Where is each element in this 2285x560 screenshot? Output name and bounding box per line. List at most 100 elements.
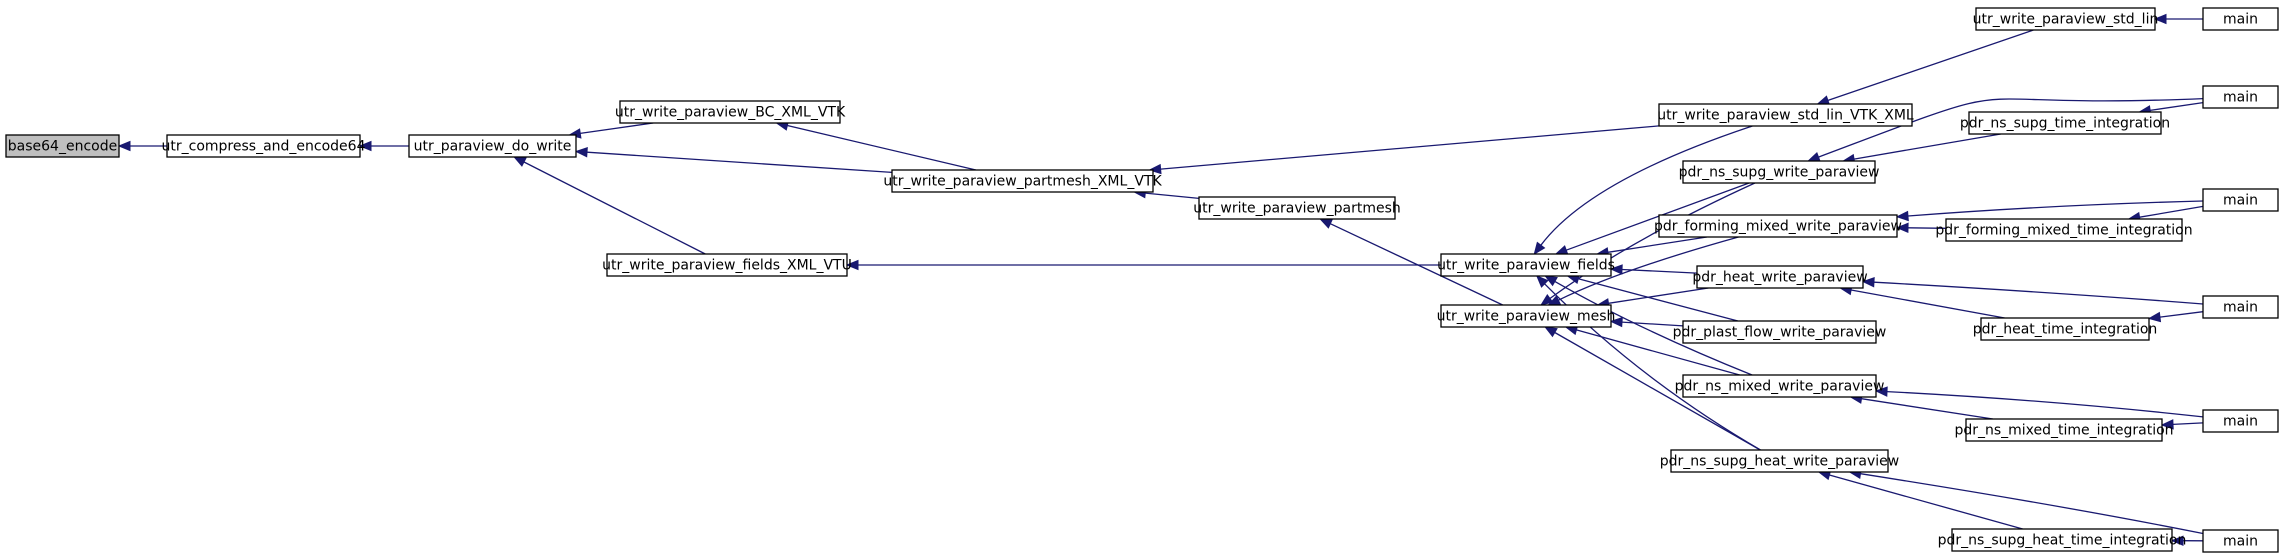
edge-arrowhead <box>1544 275 1558 287</box>
node-box <box>1980 317 2150 341</box>
edge-line <box>1621 321 1684 327</box>
edge-line <box>1907 227 1947 229</box>
call-edge <box>1544 326 1761 451</box>
node-box <box>1968 111 2162 135</box>
node-box <box>408 134 577 158</box>
edge-line <box>1829 474 2023 530</box>
function-node-main-1[interactable]: main <box>2202 7 2279 31</box>
edge-line <box>1608 287 1709 304</box>
edge-arrowhead <box>1861 276 1875 288</box>
node-box <box>1945 218 2183 242</box>
edge-arrowhead <box>1554 245 1569 255</box>
edge-line <box>586 151 893 174</box>
edge-line <box>1160 125 1660 170</box>
node-box <box>5 134 120 158</box>
call-edge <box>845 259 1441 271</box>
function-node-pdr-heat-write-paraview[interactable]: pdr_heat_write_paraview <box>1692 265 1868 289</box>
function-node-main-2[interactable]: main <box>2202 85 2279 109</box>
function-node-pdr-forming-mixed-write-paraview[interactable]: pdr_forming_mixed_write_paraview <box>1654 214 1902 238</box>
node-label: pdr_forming_mixed_write_paraview <box>1654 219 1902 235</box>
function-node-utr-write-paraview-bc-xml-vtk[interactable]: utr_write_paraview_BC_XML_VTK <box>615 100 846 124</box>
edge-arrowhead <box>2160 419 2174 430</box>
edge-arrowhead <box>1540 294 1554 306</box>
node-label: utr_write_paraview_std_lin <box>1973 12 2159 28</box>
node-box <box>1682 374 1877 398</box>
call-edge <box>1848 468 2204 535</box>
node-label: utr_write_paraview_partmesh_XML_VTK <box>883 174 1162 190</box>
edge-arrowhead <box>1874 386 1888 397</box>
node-box <box>1682 160 1876 184</box>
function-node-utr-paraview-do-write[interactable]: utr_paraview_do_write <box>408 134 577 158</box>
node-label: main <box>2223 534 2258 550</box>
function-node-pdr-ns-supg-heat-time-integration[interactable]: pdr_ns_supg_heat_time_integration <box>1938 528 2187 552</box>
function-node-utr-write-paraview-std-lin[interactable]: utr_write_paraview_std_lin <box>1973 7 2159 31</box>
function-node-utr-write-paraview-partmesh[interactable]: utr_write_paraview_partmesh <box>1193 196 1401 220</box>
call-edge <box>2160 419 2204 430</box>
function-node-pdr-plast-flow-write-paraview[interactable]: pdr_plast_flow_write_paraview <box>1673 320 1887 344</box>
node-label: utr_write_paraview_std_lin_VTK_XML <box>1657 108 1914 124</box>
edge-line <box>1907 200 2204 217</box>
node-label: pdr_ns_supg_write_paraview <box>1679 165 1880 181</box>
function-node-pdr-ns-supg-heat-write-paraview[interactable]: pdr_ns_supg_heat_write_paraview <box>1660 449 1899 473</box>
function-node-pdr-forming-mixed-time-integration[interactable]: pdr_forming_mixed_time_integration <box>1935 218 2193 242</box>
function-node-utr-write-paraview-std-lin-vtk-xml[interactable]: utr_write_paraview_std_lin_VTK_XML <box>1657 103 1914 127</box>
call-edge <box>1148 125 1660 175</box>
function-node-pdr-ns-supg-write-paraview[interactable]: pdr_ns_supg_write_paraview <box>1679 160 1880 184</box>
call-edge <box>574 146 893 174</box>
edge-arrowhead <box>1535 275 1549 288</box>
call-edge <box>1817 470 2023 530</box>
call-edge <box>1540 182 1756 306</box>
node-label: main <box>2223 12 2258 28</box>
node-label: pdr_heat_write_paraview <box>1692 270 1867 286</box>
node-label: utr_write_paraview_fields <box>1437 258 1615 274</box>
function-node-base64-encode: base64_encode <box>5 134 120 158</box>
edge-arrowhead <box>2147 311 2162 323</box>
node-label: utr_write_paraview_BC_XML_VTK <box>615 105 846 121</box>
function-node-pdr-ns-supg-time-integration[interactable]: pdr_ns_supg_time_integration <box>1960 111 2170 135</box>
edge-arrowhead <box>513 156 527 167</box>
function-node-main-5[interactable]: main <box>2202 409 2279 433</box>
function-node-pdr-heat-time-integration[interactable]: pdr_heat_time_integration <box>1973 317 2158 341</box>
edge-line <box>1540 125 1753 246</box>
edge-line <box>2172 422 2204 426</box>
function-node-main-4[interactable]: main <box>2202 295 2279 319</box>
edge-arrowhead <box>358 140 372 152</box>
edge-line <box>1873 281 2204 305</box>
function-node-pdr-ns-mixed-time-integration[interactable]: pdr_ns_mixed_time_integration <box>1954 418 2174 442</box>
function-node-utr-write-paraview-partmesh-xml-vtk[interactable]: utr_write_paraview_partmesh_XML_VTK <box>883 169 1162 193</box>
edge-arrowhead <box>1806 152 1821 162</box>
node-box <box>2202 409 2279 433</box>
edge-line <box>1549 182 1756 300</box>
node-label: main <box>2223 414 2258 430</box>
node-box <box>891 169 1154 193</box>
edge-line <box>787 124 977 171</box>
function-node-utr-write-paraview-mesh[interactable]: utr_write_paraview_mesh <box>1437 304 1616 328</box>
edge-arrowhead <box>2170 535 2184 546</box>
node-label: pdr_plast_flow_write_paraview <box>1673 325 1887 341</box>
call-edge <box>1535 275 1761 451</box>
function-node-main-3[interactable]: main <box>2202 188 2279 212</box>
call-edge <box>775 120 977 171</box>
function-node-utr-compress-and-encode64[interactable]: utr_compress_and_encode64 <box>162 134 366 158</box>
edge-arrowhead <box>574 146 588 158</box>
node-box <box>1658 214 1898 238</box>
call-edge <box>117 140 167 152</box>
edge-arrowhead <box>845 259 859 271</box>
edge-line <box>1886 390 2204 418</box>
function-node-utr-write-paraview-fields-xml-vtu[interactable]: utr_write_paraview_fields_XML_VTU <box>602 253 852 277</box>
function-node-utr-write-paraview-fields[interactable]: utr_write_paraview_fields <box>1437 253 1615 277</box>
edge-line <box>1621 268 1698 274</box>
call-edge <box>1609 264 1698 275</box>
node-box <box>1670 449 1889 473</box>
node-label: pdr_ns_mixed_write_paraview <box>1675 379 1885 395</box>
call-edge <box>2147 311 2204 323</box>
function-node-pdr-ns-mixed-write-paraview[interactable]: pdr_ns_mixed_write_paraview <box>1675 374 1885 398</box>
edge-arrowhead <box>1148 163 1162 175</box>
node-box <box>1951 528 2173 552</box>
function-node-main-6[interactable]: main <box>2202 529 2279 553</box>
edge-line <box>2150 101 2204 112</box>
node-box <box>1440 253 1612 277</box>
node-box <box>166 134 361 158</box>
node-label: main <box>2223 193 2258 209</box>
